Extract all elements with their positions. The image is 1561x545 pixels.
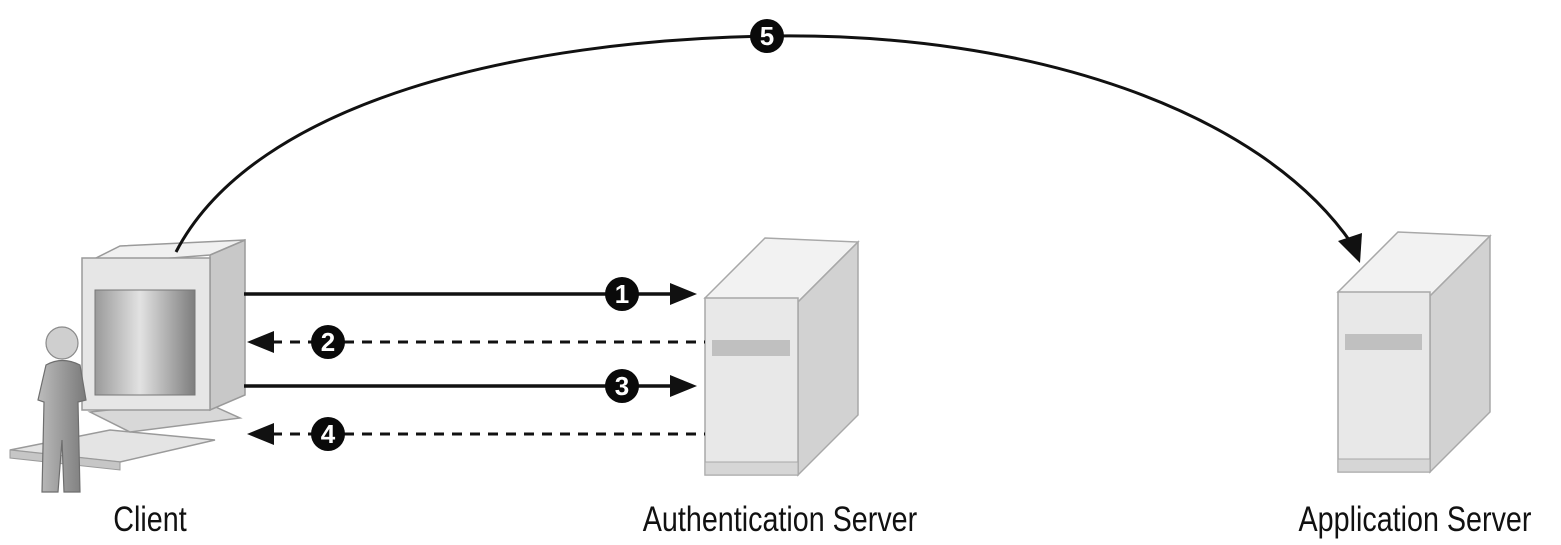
step-1-arrow: 1 [244, 277, 697, 311]
application-server-icon [1336, 231, 1492, 474]
client-computer-icon [9, 238, 246, 471]
authentication-server-label: Authentication Server [642, 500, 918, 539]
step-3-badge: 3 [615, 371, 629, 401]
step-4-arrow: 4 [247, 417, 705, 451]
step-4-badge: 4 [321, 419, 336, 449]
step-5-arrow: 5 [174, 19, 1362, 263]
application-server-label: Application Server [1298, 500, 1532, 539]
step-2-arrow: 2 [247, 325, 705, 359]
client-label: Client [113, 500, 187, 539]
step-2-badge: 2 [321, 327, 335, 357]
authentication-server-icon [703, 237, 860, 477]
step-1-badge: 1 [615, 279, 629, 309]
step-5-badge: 5 [760, 21, 774, 51]
step-3-arrow: 3 [244, 369, 697, 403]
user-person-icon [37, 326, 87, 493]
